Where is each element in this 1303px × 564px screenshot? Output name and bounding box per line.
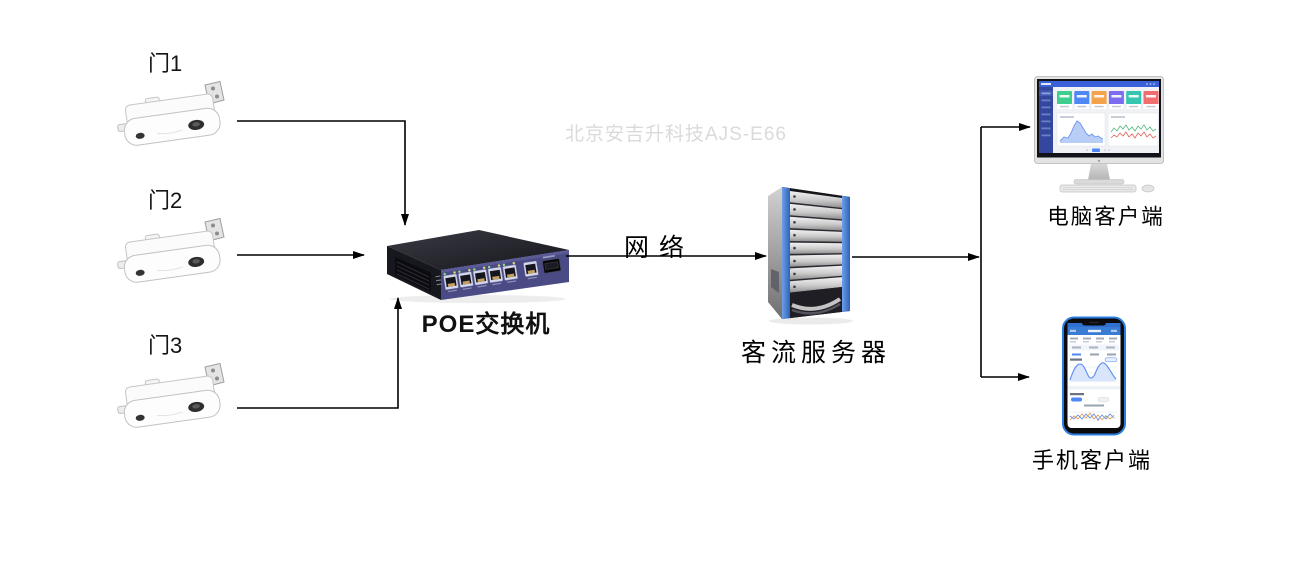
monitor-stand <box>1088 164 1110 180</box>
node-poe-switch: POE交换机 <box>383 226 573 341</box>
door-sensor-1-image <box>117 80 225 146</box>
arrow-door3-to-switch <box>237 297 402 409</box>
pc-monitor-image <box>1034 76 1164 193</box>
node-door3: 门3 <box>116 328 236 440</box>
uplink-port <box>523 260 539 277</box>
dashboard-line-chart <box>1107 112 1159 147</box>
node-pc-client: 电脑客户端 <box>1034 76 1166 236</box>
dashboard-area-chart <box>1056 112 1106 147</box>
dashboard-stat-cards <box>1057 91 1159 109</box>
poe-switch-label: POE交换机 <box>421 311 551 338</box>
keyboard <box>1059 184 1137 193</box>
node-mobile-client: 手机客户端 <box>1032 316 1150 473</box>
server-side-face <box>768 187 782 319</box>
sensor-body <box>117 375 221 428</box>
stats-row <box>1070 337 1117 340</box>
mouse <box>1141 184 1155 193</box>
sensor-body <box>117 93 221 146</box>
poe-switch-image <box>387 230 569 303</box>
door-sensor-3-image <box>117 362 225 428</box>
rj45-ports <box>443 262 518 290</box>
phone-multi-chart <box>1069 411 1117 421</box>
network-link-label: 网络 <box>624 235 695 262</box>
node-door2: 门2 <box>116 183 236 295</box>
dashboard-topbar <box>1039 81 1159 87</box>
server-left-accent <box>782 187 790 319</box>
server-label: 客流服务器 <box>740 340 892 367</box>
sfp-slot <box>542 255 562 274</box>
server-right-accent <box>842 195 850 312</box>
dashboard-sidebar <box>1039 87 1053 153</box>
monitor-base <box>1073 179 1125 185</box>
node-server: 客流服务器 <box>741 183 886 368</box>
door3-label: 门3 <box>148 333 183 358</box>
door-sensor-2-image <box>117 217 225 283</box>
arrow-door1-to-switch <box>237 120 409 226</box>
dashboard-pagination <box>1086 148 1110 152</box>
switch-top-face <box>387 230 569 270</box>
phone-screen <box>1067 323 1121 428</box>
phone-image <box>1062 316 1126 436</box>
sensor-body <box>117 230 221 283</box>
mobile-client-label: 手机客户端 <box>1031 448 1153 473</box>
watermark-text: 北京安吉升科技AJS-E66 <box>565 124 787 145</box>
dashboard-screen <box>1039 81 1159 153</box>
pc-client-label: 电脑客户端 <box>1047 205 1165 229</box>
door1-label: 门1 <box>148 51 183 76</box>
server-image <box>768 187 853 325</box>
server-drive-bays <box>790 191 842 293</box>
phone-line-chart <box>1069 362 1117 382</box>
switch-ports <box>435 255 562 293</box>
node-door1: 门1 <box>116 46 236 158</box>
door2-label: 门2 <box>148 188 183 213</box>
